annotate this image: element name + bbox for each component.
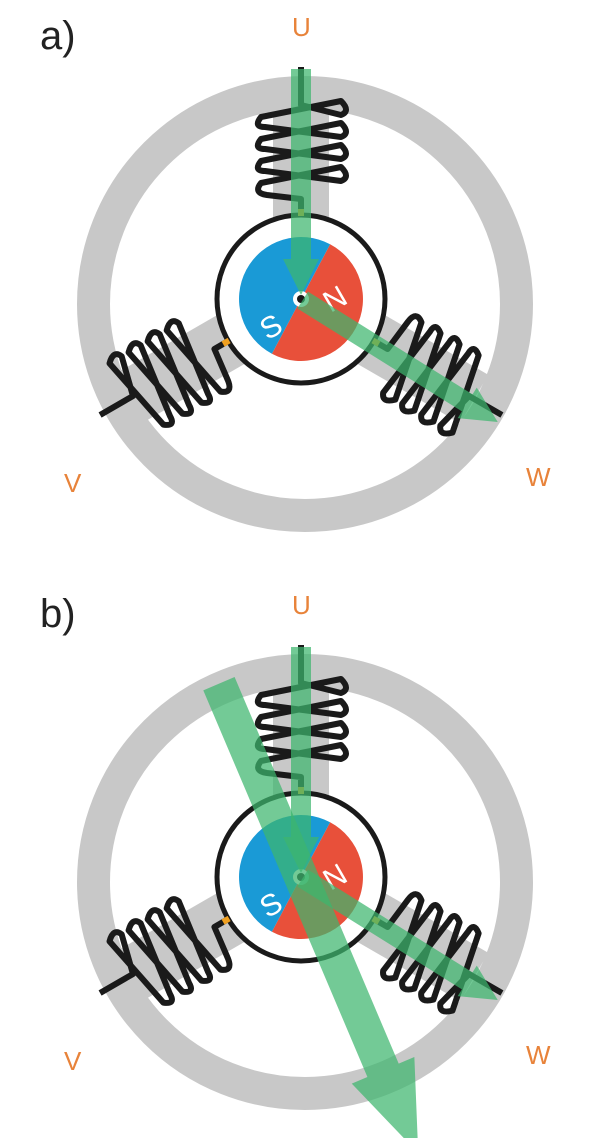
stator-tooth-bar (113, 314, 246, 424)
panel-label-a: a) (40, 14, 76, 58)
phase-label-v: V (64, 468, 82, 498)
winding-v (98, 896, 233, 1006)
phase-label-u: U (292, 12, 311, 42)
winding-v-connection (221, 337, 231, 347)
stator-tooth-v (113, 314, 246, 424)
field-arrow-u-shape (283, 69, 319, 295)
motor-b: NS (77, 645, 533, 1138)
field-arrow-resultant (203, 677, 419, 1138)
panel-label-b: b) (40, 592, 76, 636)
stator-tooth-bar (113, 892, 246, 1002)
motor-diagram-b: NS (77, 645, 533, 1138)
phase-label-v: V (64, 1046, 82, 1076)
winding-v-wire (98, 896, 233, 1006)
phase-label-w: W (526, 462, 551, 492)
winding-v-wire (98, 318, 233, 428)
field-arrow-w (297, 869, 498, 1000)
phase-label-u: U (292, 590, 311, 620)
motor-a: NS (77, 67, 533, 532)
stator-tooth-v (113, 892, 246, 1002)
field-arrow-w (297, 291, 498, 422)
phase-label-w: W (526, 1040, 551, 1070)
field-arrow-resultant-shape (203, 677, 419, 1138)
winding-v (98, 318, 233, 428)
field-arrow-w-shape (297, 291, 498, 422)
field-arrow-w-shape (297, 869, 498, 1000)
field-arrow-u (283, 69, 319, 295)
motor-diagram-a: NS (77, 67, 533, 532)
winding-v-connection (221, 915, 231, 925)
